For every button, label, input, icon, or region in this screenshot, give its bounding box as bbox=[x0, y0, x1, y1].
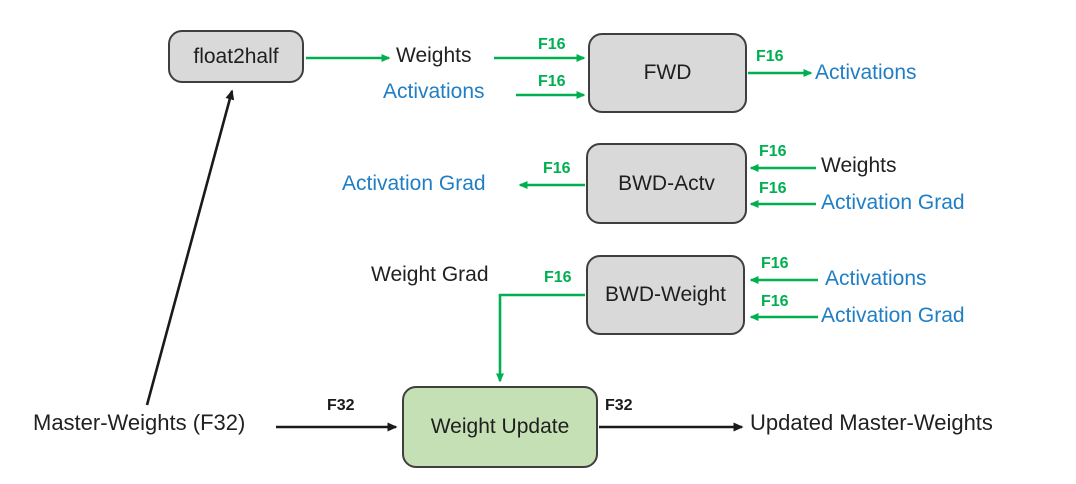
node-fwd-label: FWD bbox=[643, 61, 692, 84]
label-activation-grad-bwdweight-in: Activation Grad bbox=[821, 304, 965, 327]
arrow-masterweights-to-float2half bbox=[145, 89, 235, 406]
node-float2half-label: float2half bbox=[193, 44, 279, 68]
precision-tag-f16-weights-bwdactv: F16 bbox=[759, 143, 787, 160]
arrow-bwdweight-weightgrad-to-weightupdate bbox=[496, 293, 585, 383]
precision-tag-f16-activations-fwd: F16 bbox=[538, 73, 566, 90]
label-weight-grad: Weight Grad bbox=[371, 263, 489, 286]
node-fwd: FWD bbox=[588, 33, 747, 113]
node-bwd-weight-label: BWD-Weight bbox=[605, 283, 726, 306]
precision-tag-f16-fwd-out: F16 bbox=[756, 48, 784, 65]
node-weight-update-label: Weight Update bbox=[430, 415, 570, 438]
node-bwd-actv: BWD-Actv bbox=[586, 143, 747, 224]
node-float2half: float2half bbox=[168, 30, 304, 83]
precision-tag-f16-actgrad-bwdw: F16 bbox=[761, 293, 789, 310]
label-activations-bwdweight-in: Activations bbox=[825, 267, 927, 290]
precision-tag-f16-bwdactv-out: F16 bbox=[543, 160, 571, 177]
precision-tag-f32-in: F32 bbox=[327, 397, 355, 414]
precision-tag-f16-weights-fwd: F16 bbox=[538, 36, 566, 53]
label-activations-fwd-out: Activations bbox=[815, 61, 917, 84]
label-weights-top: Weights bbox=[396, 44, 472, 67]
precision-tag-f32-out: F32 bbox=[605, 397, 633, 414]
node-bwd-actv-label: BWD-Actv bbox=[618, 171, 715, 195]
label-updated-master-weights: Updated Master-Weights bbox=[750, 410, 993, 435]
precision-tag-f16-weight-grad: F16 bbox=[544, 269, 572, 286]
precision-tag-f16-activations-bwdw: F16 bbox=[761, 255, 789, 272]
label-activation-grad-bwdactv-in: Activation Grad bbox=[821, 191, 965, 214]
node-weight-update: Weight Update bbox=[402, 386, 598, 468]
label-activations-top: Activations bbox=[383, 80, 485, 103]
label-weights-bwdactv-in: Weights bbox=[821, 154, 897, 177]
node-bwd-weight: BWD-Weight bbox=[586, 255, 745, 335]
label-activation-grad-bwdactv-out: Activation Grad bbox=[342, 172, 486, 195]
precision-tag-f16-actgrad-bwdactv: F16 bbox=[759, 180, 787, 197]
label-master-weights: Master-Weights (F32) bbox=[33, 410, 246, 435]
